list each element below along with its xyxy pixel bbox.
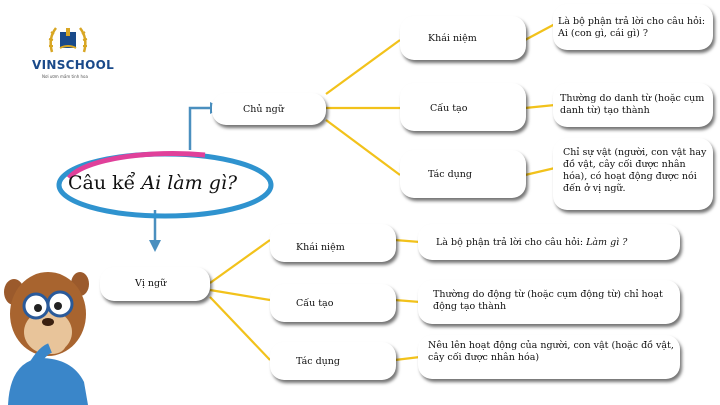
predicate-structure-label: Cấu tạo [296,298,334,309]
subject-concept-node [400,16,526,60]
title-ring [56,151,274,219]
subject-concept-desc: Là bộ phận trả lời cho câu hỏi: Ai (con … [558,16,706,39]
subject-concept-desc-node [553,4,713,50]
title-italic: Ai làm gì? [141,172,238,194]
vinschool-logo: VINSCHOOL Nơi ươm mầm tinh hoa [28,22,114,80]
predicate-concept-desc-italic: Làm gì ? [586,237,628,248]
predicate-function-desc: Nêu lên hoạt động của người, con vật (ho… [428,340,674,363]
predicate-concept-desc-node [418,224,680,260]
logo-tagline: Nơi ươm mầm tinh hoa [42,74,88,79]
logo-emblem-icon [48,27,88,53]
subject-structure-label: Cấu tạo [430,103,468,114]
predicate-concept-desc-text: Là bộ phận trả lời cho câu hỏi: [436,237,587,248]
predicate-function-label: Tác dụng [296,356,341,367]
predicate-label: Vị ngữ [135,278,167,289]
logo-name: VINSCHOOL [32,58,115,72]
subject-function-desc: Chỉ sự vật (người, con vật hay đồ vật, c… [563,147,707,194]
subject-node [212,93,326,125]
subject-concept-label: Khái niệm [428,33,477,44]
subject-structure-desc: Thường do danh từ (hoặc cụm danh từ) tạo… [560,93,705,116]
predicate-structure-desc: Thường do động từ (hoặc cụm động từ) chỉ… [433,289,663,312]
subject-function-label: Tác dụng [428,169,473,180]
title-prefix: Câu kể [68,172,142,194]
predicate-function-node [270,342,396,380]
predicate-function-desc-node [418,335,680,379]
predicate-structure-node [270,284,396,322]
subject-structure-desc-node [553,83,713,127]
predicate-concept-label: Khái niệm [296,242,345,253]
diagram-title: Câu kể Ai làm gì? [68,172,237,194]
subject-function-node [400,150,526,198]
subject-structure-node [400,83,526,131]
subject-label: Chủ ngữ [243,104,284,115]
predicate-concept-desc: Là bộ phận trả lời cho câu hỏi: Làm gì ? [436,237,676,249]
subject-function-desc-node [553,138,713,210]
thinking-chipmunk-illustration [4,272,89,405]
predicate-node [100,267,210,301]
predicate-structure-desc-node [418,280,680,324]
predicate-concept-node [270,224,396,262]
